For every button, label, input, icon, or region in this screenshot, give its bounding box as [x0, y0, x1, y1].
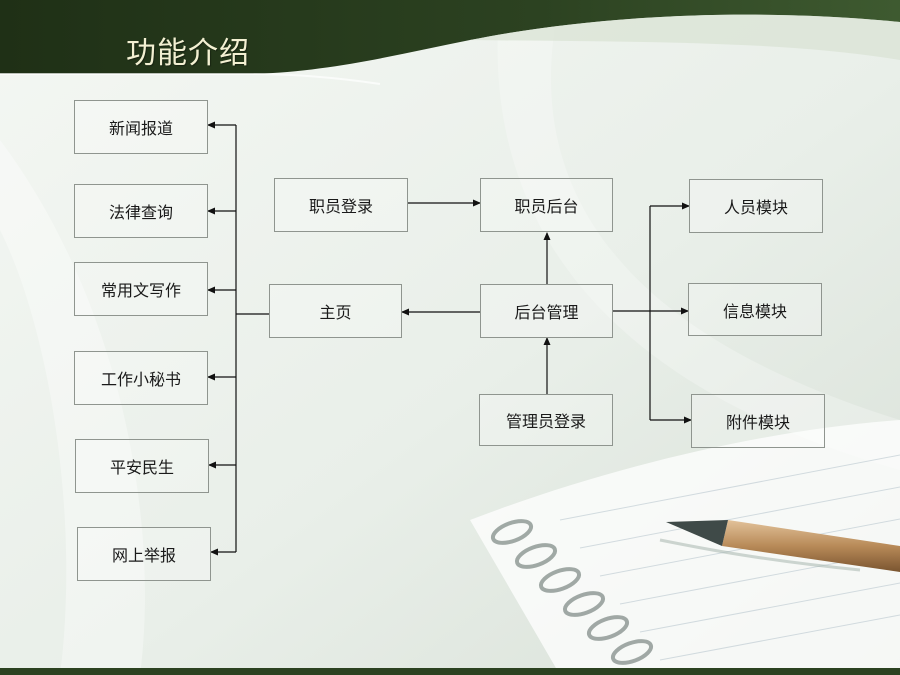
node-law: 法律查询: [74, 184, 208, 238]
node-backend-manage: 后台管理: [480, 284, 613, 338]
node-secretary: 工作小秘书: [74, 351, 208, 405]
node-home: 主页: [269, 284, 402, 338]
node-report: 网上举报: [77, 527, 211, 581]
node-personnel-module: 人员模块: [689, 179, 823, 233]
pen-illustration: [659, 520, 900, 572]
node-writing: 常用文写作: [74, 262, 208, 316]
node-staff-login: 职员登录: [274, 178, 408, 232]
node-civil: 平安民生: [75, 439, 209, 493]
slide-title: 功能介绍: [126, 36, 250, 71]
node-news: 新闻报道: [74, 100, 208, 154]
node-info-module: 信息模块: [688, 283, 822, 336]
node-staff-backend: 职员后台: [480, 178, 613, 232]
node-attachment-module: 附件模块: [691, 394, 825, 448]
node-admin-login: 管理员登录: [479, 394, 613, 446]
